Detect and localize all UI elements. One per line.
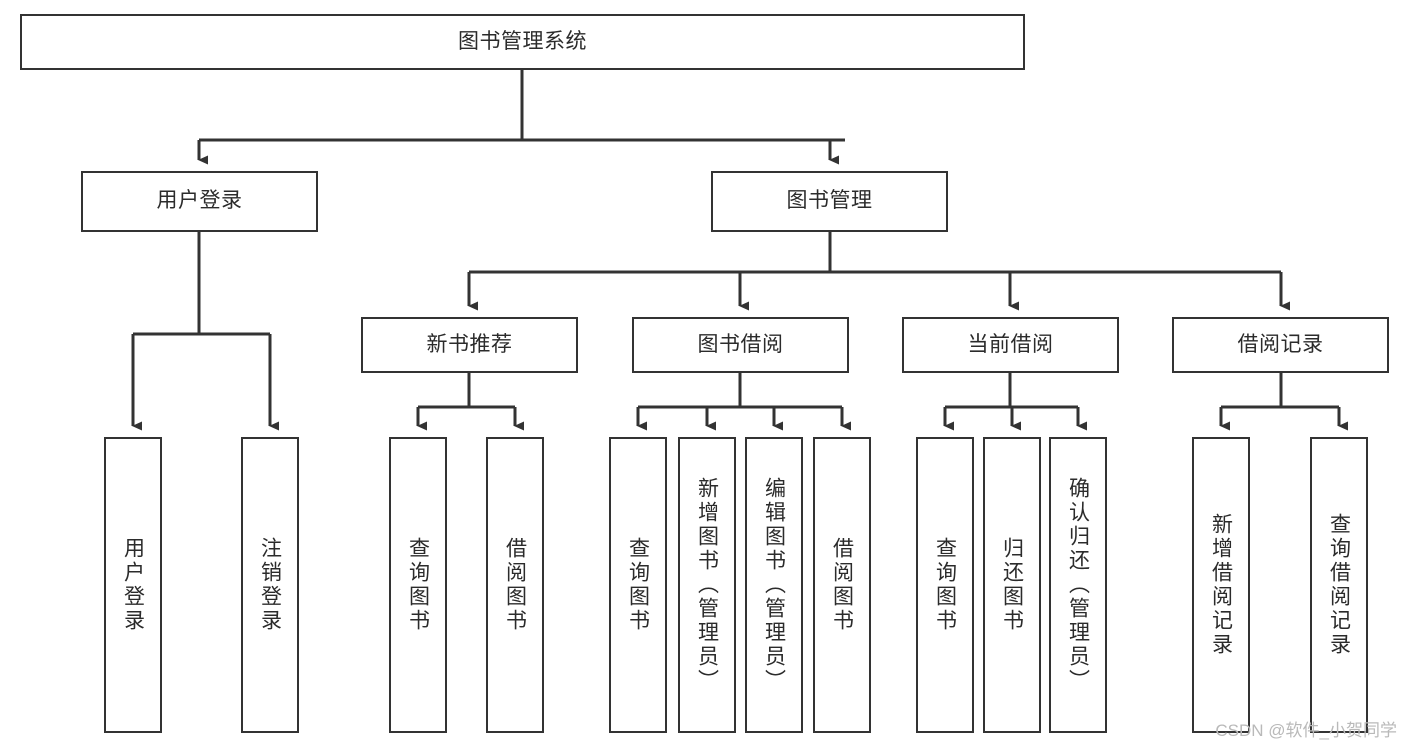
node-leaf-bb-add-label: 新增图书（管理员）	[695, 477, 719, 693]
node-user-login[interactable]: 用户登录	[81, 171, 318, 232]
node-leaf-rec-borrow-label: 借阅图书	[503, 537, 527, 633]
node-leaf-bb-query-label: 查询图书	[626, 537, 650, 633]
node-leaf-br-add-label: 新增借阅记录	[1209, 513, 1233, 657]
node-leaf-rec-borrow[interactable]: 借阅图书	[486, 437, 544, 733]
node-leaf-bb-query[interactable]: 查询图书	[609, 437, 667, 733]
node-book-manage-label: 图书管理	[786, 189, 873, 213]
node-leaf-br-query-label: 查询借阅记录	[1327, 513, 1351, 657]
node-book-borrow-label: 图书借阅	[697, 332, 784, 356]
node-leaf-user-login[interactable]: 用户登录	[104, 437, 162, 733]
node-book-borrow[interactable]: 图书借阅	[632, 317, 849, 373]
node-borrow-record[interactable]: 借阅记录	[1172, 317, 1389, 373]
node-new-book-rec-label: 新书推荐	[426, 332, 513, 356]
node-leaf-bb-edit[interactable]: 编辑图书（管理员）	[745, 437, 803, 733]
node-leaf-cb-confirm-label: 确认归还（管理员）	[1066, 477, 1090, 693]
node-leaf-cb-return-label: 归还图书	[1000, 537, 1024, 633]
node-current-borrow-label: 当前借阅	[967, 332, 1054, 356]
node-leaf-user-logout-label: 注销登录	[258, 537, 282, 633]
node-leaf-bb-edit-label: 编辑图书（管理员）	[762, 477, 786, 693]
node-leaf-rec-query-label: 查询图书	[406, 537, 430, 633]
node-leaf-bb-add[interactable]: 新增图书（管理员）	[678, 437, 736, 733]
node-root-label: 图书管理系统	[458, 29, 587, 53]
node-leaf-br-add[interactable]: 新增借阅记录	[1192, 437, 1250, 733]
node-borrow-record-label: 借阅记录	[1237, 332, 1324, 356]
node-leaf-br-query[interactable]: 查询借阅记录	[1310, 437, 1368, 733]
node-leaf-cb-query-label: 查询图书	[933, 537, 957, 633]
node-new-book-rec[interactable]: 新书推荐	[361, 317, 578, 373]
node-leaf-user-login-label: 用户登录	[121, 537, 145, 633]
node-leaf-bb-borrow[interactable]: 借阅图书	[813, 437, 871, 733]
node-leaf-cb-confirm[interactable]: 确认归还（管理员）	[1049, 437, 1107, 733]
node-user-login-label: 用户登录	[156, 189, 243, 213]
node-leaf-user-logout[interactable]: 注销登录	[241, 437, 299, 733]
node-root[interactable]: 图书管理系统	[20, 14, 1025, 70]
node-leaf-rec-query[interactable]: 查询图书	[389, 437, 447, 733]
node-current-borrow[interactable]: 当前借阅	[902, 317, 1119, 373]
node-leaf-cb-query[interactable]: 查询图书	[916, 437, 974, 733]
node-leaf-cb-return[interactable]: 归还图书	[983, 437, 1041, 733]
node-book-manage[interactable]: 图书管理	[711, 171, 948, 232]
node-leaf-bb-borrow-label: 借阅图书	[830, 537, 854, 633]
